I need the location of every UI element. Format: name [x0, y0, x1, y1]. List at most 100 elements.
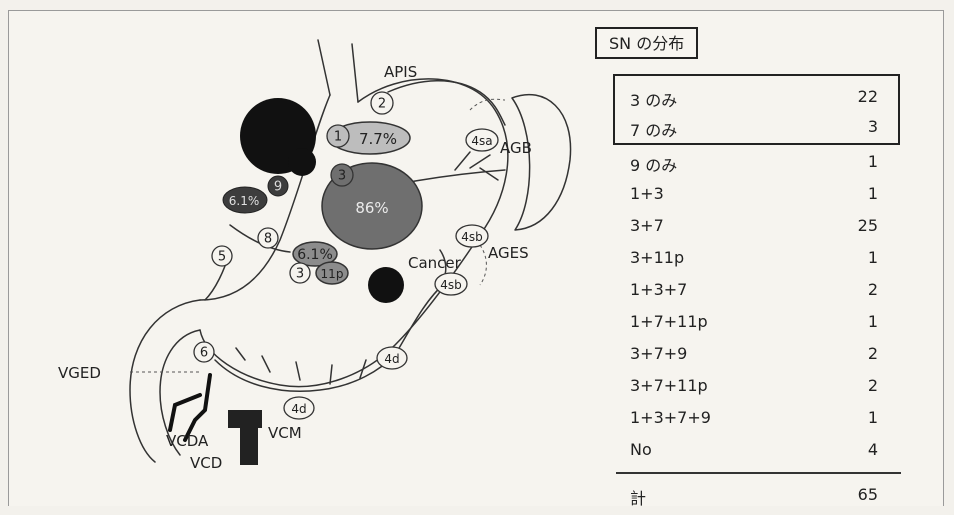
- node-5-circle: [211, 245, 233, 267]
- row-label: 3 のみ: [630, 91, 678, 110]
- node-6-circle: [193, 341, 215, 363]
- total-count: 65: [857, 485, 878, 504]
- row-label: 1+3+7+9: [630, 408, 711, 427]
- node-3b-label: 3: [296, 267, 304, 282]
- row-label: No: [630, 440, 652, 459]
- table-row: 1+7+11p 1: [630, 312, 878, 342]
- node-4sb-lower-circle: [434, 272, 468, 296]
- label-agb: AGB: [500, 139, 532, 157]
- node-4d-upper-label: 4d: [384, 352, 399, 366]
- node-4sb-upper-label: 4sb: [461, 230, 483, 244]
- node-8-label: 8: [264, 232, 272, 247]
- node-5-label: 5: [218, 250, 226, 265]
- cancer-lesion: [368, 267, 404, 303]
- row-count: 1: [867, 152, 878, 171]
- table-row: No 4: [630, 440, 878, 470]
- row-count: 1: [867, 312, 878, 331]
- label-vcm: VCM: [268, 424, 302, 442]
- vged-vessel: [168, 393, 202, 432]
- node-3a-circle: [330, 163, 354, 187]
- row-label: 7 のみ: [630, 121, 678, 140]
- row-count: 1: [867, 184, 878, 203]
- splenic-branches: [454, 151, 499, 181]
- station-7-percentage: 86%: [355, 199, 388, 217]
- row-count: 22: [857, 87, 878, 106]
- row-label: 9 のみ: [630, 156, 678, 175]
- node-3b-circle: [289, 262, 311, 284]
- dashed-line-agb: [469, 98, 506, 111]
- node-9-percentage: [222, 186, 268, 214]
- node-4sa-circle: [465, 128, 499, 152]
- row-count: 1: [867, 408, 878, 427]
- label-ages: AGES: [488, 244, 529, 262]
- left-gastroepiploic-artery: [394, 282, 446, 356]
- node-1-label: 1: [334, 130, 342, 145]
- total-label: 計: [630, 489, 647, 508]
- esophagus-line-right: [351, 43, 359, 103]
- row-count: 1: [867, 248, 878, 267]
- row-label: 1+3: [630, 184, 664, 203]
- dashed-line-ages: [479, 244, 487, 286]
- node-3a-label: 3: [338, 169, 346, 184]
- total-row: 計 65: [630, 485, 878, 515]
- node-11p-badge: [315, 261, 349, 285]
- node-6-label: 6: [200, 346, 208, 361]
- table-row: 1+3+7+9 1: [630, 408, 878, 438]
- node-4sa-label: 4sa: [471, 134, 492, 148]
- row-label: 1+7+11p: [630, 312, 708, 331]
- spleen: [511, 93, 572, 231]
- node-4d-upper-circle: [376, 346, 408, 370]
- node-8-circle: [257, 227, 279, 249]
- row-count: 25: [857, 216, 878, 235]
- right-gastroepiploic-artery: [214, 354, 396, 392]
- black-node-small: [288, 148, 316, 176]
- esophagus-line-left: [317, 39, 331, 96]
- total-divider: [616, 472, 901, 474]
- vcda-vessel: [183, 373, 212, 442]
- table-row: 3+7+11p 2: [630, 376, 878, 406]
- row-count: 2: [867, 344, 878, 363]
- node-4sb-lower-label: 4sb: [440, 278, 462, 292]
- station-9-percentage: 6.1%: [229, 194, 260, 208]
- row-count: 2: [867, 280, 878, 299]
- table-row: 3+7+9 2: [630, 344, 878, 374]
- highlight-box: [613, 74, 900, 145]
- row-count: 4: [867, 440, 878, 459]
- table-row: 1+3 1: [630, 184, 878, 214]
- node-4sb-upper-circle: [455, 224, 489, 248]
- row-label: 3+7+9: [630, 344, 688, 363]
- table-row: 7 のみ 3: [630, 117, 878, 147]
- stomach-lesser-curvature: [199, 94, 331, 301]
- node-2-circle: [370, 91, 394, 115]
- row-label: 1+3+7: [630, 280, 688, 299]
- label-cancer: Cancer: [408, 254, 462, 272]
- node-11p-percentage: [292, 241, 338, 267]
- sn-distribution-table: SN の分布 3 のみ 22 7 のみ 3 9 のみ 1 1+3 1 3+7 2…: [590, 0, 920, 511]
- node-4d-lower-label: 4d: [291, 402, 306, 416]
- row-count: 3: [867, 117, 878, 136]
- row-label: 3+7+11p: [630, 376, 708, 395]
- table-row: 3+11p 1: [630, 248, 878, 278]
- table-row: 1+3+7 2: [630, 280, 878, 310]
- label-vcda: VCDA: [166, 432, 209, 450]
- node-1-circle: [326, 124, 350, 148]
- left-gastric-artery-branch: [387, 80, 506, 126]
- node-4d-lower-circle: [283, 396, 315, 420]
- vcm-vein: [228, 410, 262, 465]
- label-vged: VGED: [58, 364, 101, 382]
- table-row: 9 のみ 1: [630, 152, 878, 182]
- station-1-percentage: 7.7%: [359, 130, 397, 148]
- node-11p-label: 11p: [321, 267, 344, 281]
- row-count: 2: [867, 376, 878, 395]
- row-label: 3+7: [630, 216, 664, 235]
- gastric-branches: [235, 347, 367, 385]
- table-title: SN の分布: [595, 27, 699, 59]
- node-2-label: 2: [378, 97, 386, 112]
- station-11p-percentage: 6.1%: [297, 247, 333, 263]
- stomach-lymph-node-diagram: 2 1 3 4sa 4sb 4sb 5 8 9 3 11p 6 4d 4d 7.…: [58, 39, 572, 472]
- label-vcd: VCD: [190, 454, 222, 472]
- table-row: 3+7 25: [630, 216, 878, 246]
- node-9-label: 9: [274, 180, 282, 195]
- table-row: 3 のみ 22: [630, 87, 878, 117]
- row-label: 3+11p: [630, 248, 685, 267]
